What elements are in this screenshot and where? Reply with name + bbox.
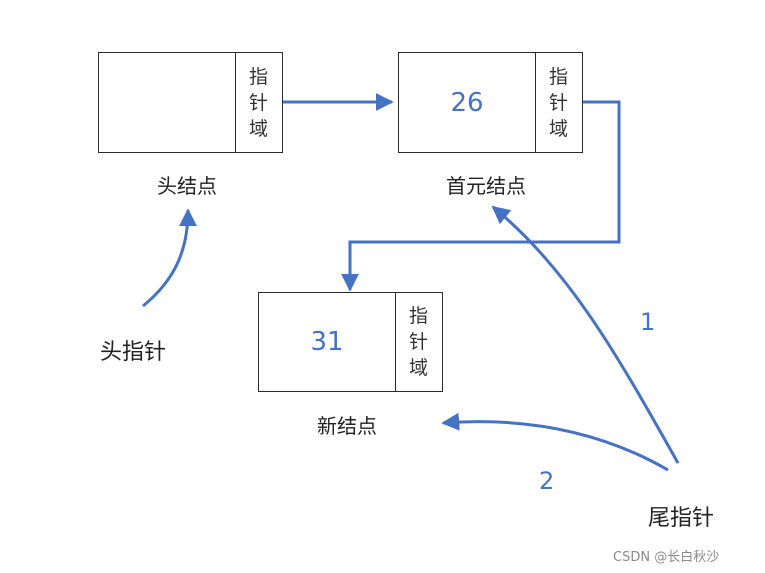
- head-node-pointer-label: 指针域: [248, 65, 268, 140]
- first-node-data-field: 26: [399, 53, 536, 152]
- tail-pointer-label: 尾指针: [648, 506, 715, 531]
- new-node-pointer-field: 指针域: [395, 293, 442, 391]
- csdn-watermark: CSDN @长白秋沙: [613, 550, 720, 565]
- first-node-data: 26: [450, 87, 484, 118]
- head-node-data-field: [99, 53, 236, 152]
- head-pointer-arrow: [142, 208, 197, 308]
- new-node-data-field: 31: [259, 293, 396, 391]
- new-node-label: 新结点: [317, 414, 377, 438]
- tail-to-new-arrow: [441, 412, 669, 472]
- new-node-pointer-label: 指针域: [408, 305, 428, 379]
- step-1-label: 1: [640, 308, 656, 336]
- first-node-label: 首元结点: [446, 174, 526, 198]
- head-node-pointer-field: 指针域: [235, 53, 282, 152]
- head-node-label: 头结点: [157, 174, 217, 198]
- head-pointer-label: 头指针: [100, 340, 167, 365]
- first-node: 26 指针域: [398, 52, 583, 153]
- new-node-data: 31: [310, 327, 344, 357]
- head-node: 指针域: [98, 52, 283, 153]
- first-node-pointer-label: 指针域: [548, 65, 568, 140]
- tail-to-first-arrow: [491, 205, 680, 464]
- first-to-new-arrow: [341, 100, 621, 292]
- new-node: 31 指针域: [258, 292, 443, 392]
- step-2-label: 2: [539, 467, 555, 495]
- first-node-pointer-field: 指针域: [535, 53, 582, 152]
